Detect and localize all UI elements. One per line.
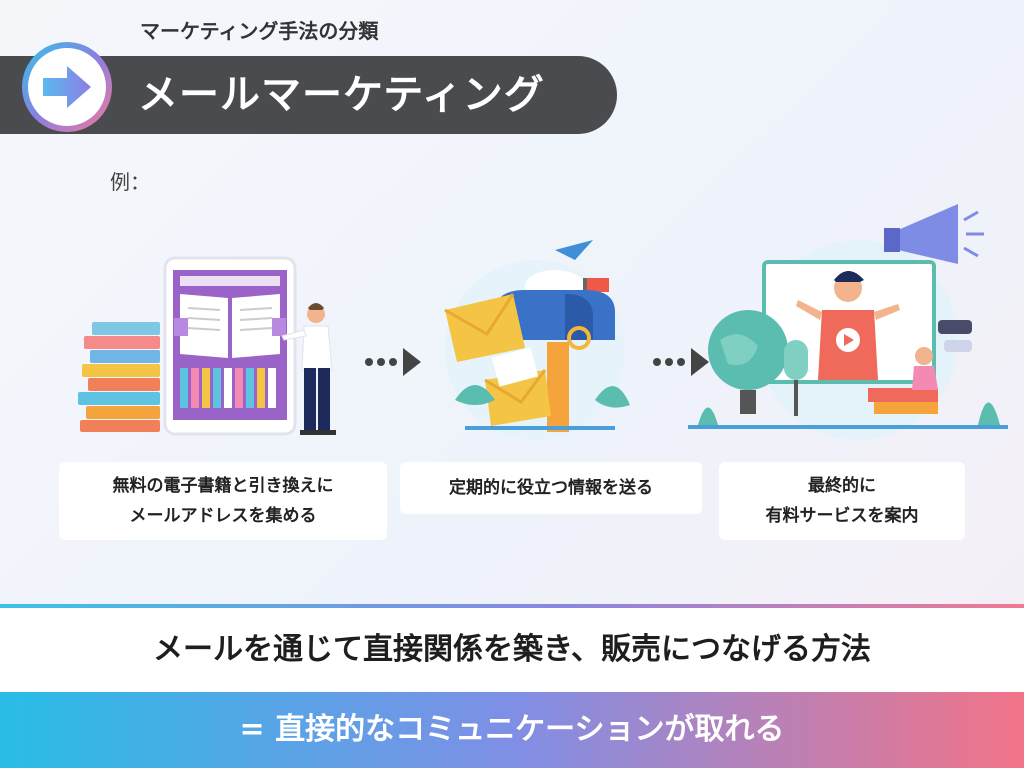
page-title: メールマーケティング: [138, 72, 545, 118]
summary-text: メールを通じて直接関係を築き、販売につなげる方法: [153, 632, 871, 667]
step-3-line-1: 最終的に: [808, 476, 876, 496]
gradient-divider: [0, 604, 1024, 608]
online-presentation-illustration: [688, 204, 1008, 440]
step-3-line-2: 有料サービスを案内: [765, 506, 919, 526]
step-2-line-1: 定期的に役立つ情報を送る: [449, 478, 653, 498]
step-box-collect-emails: 無料の電子書籍と引き換えに メールアドレスを集める: [59, 462, 387, 540]
step-1-line-2: メールアドレスを集める: [129, 506, 317, 526]
step-box-paid-service: 最終的に 有料サービスを案内: [719, 462, 965, 540]
conclusion-band: [0, 692, 1024, 768]
flow-arrow-1: [365, 348, 421, 376]
mailbox-illustration: [444, 240, 630, 440]
ebook-tablet-illustration: [78, 256, 336, 436]
step-box-send-info: 定期的に役立つ情報を送る: [400, 462, 702, 514]
arrow-right-icon: [43, 66, 91, 108]
flow-arrow-2: [653, 348, 709, 376]
step-1-line-1: 無料の電子書籍と引き換えに: [112, 476, 334, 496]
summary-band: [0, 608, 1024, 692]
example-label: 例：: [110, 170, 150, 194]
arrow-badge: [22, 42, 112, 132]
conclusion-text: = 直接的なコミュニケーションが取れる: [239, 712, 785, 747]
category-subtitle: マーケティング手法の分類: [140, 19, 379, 43]
